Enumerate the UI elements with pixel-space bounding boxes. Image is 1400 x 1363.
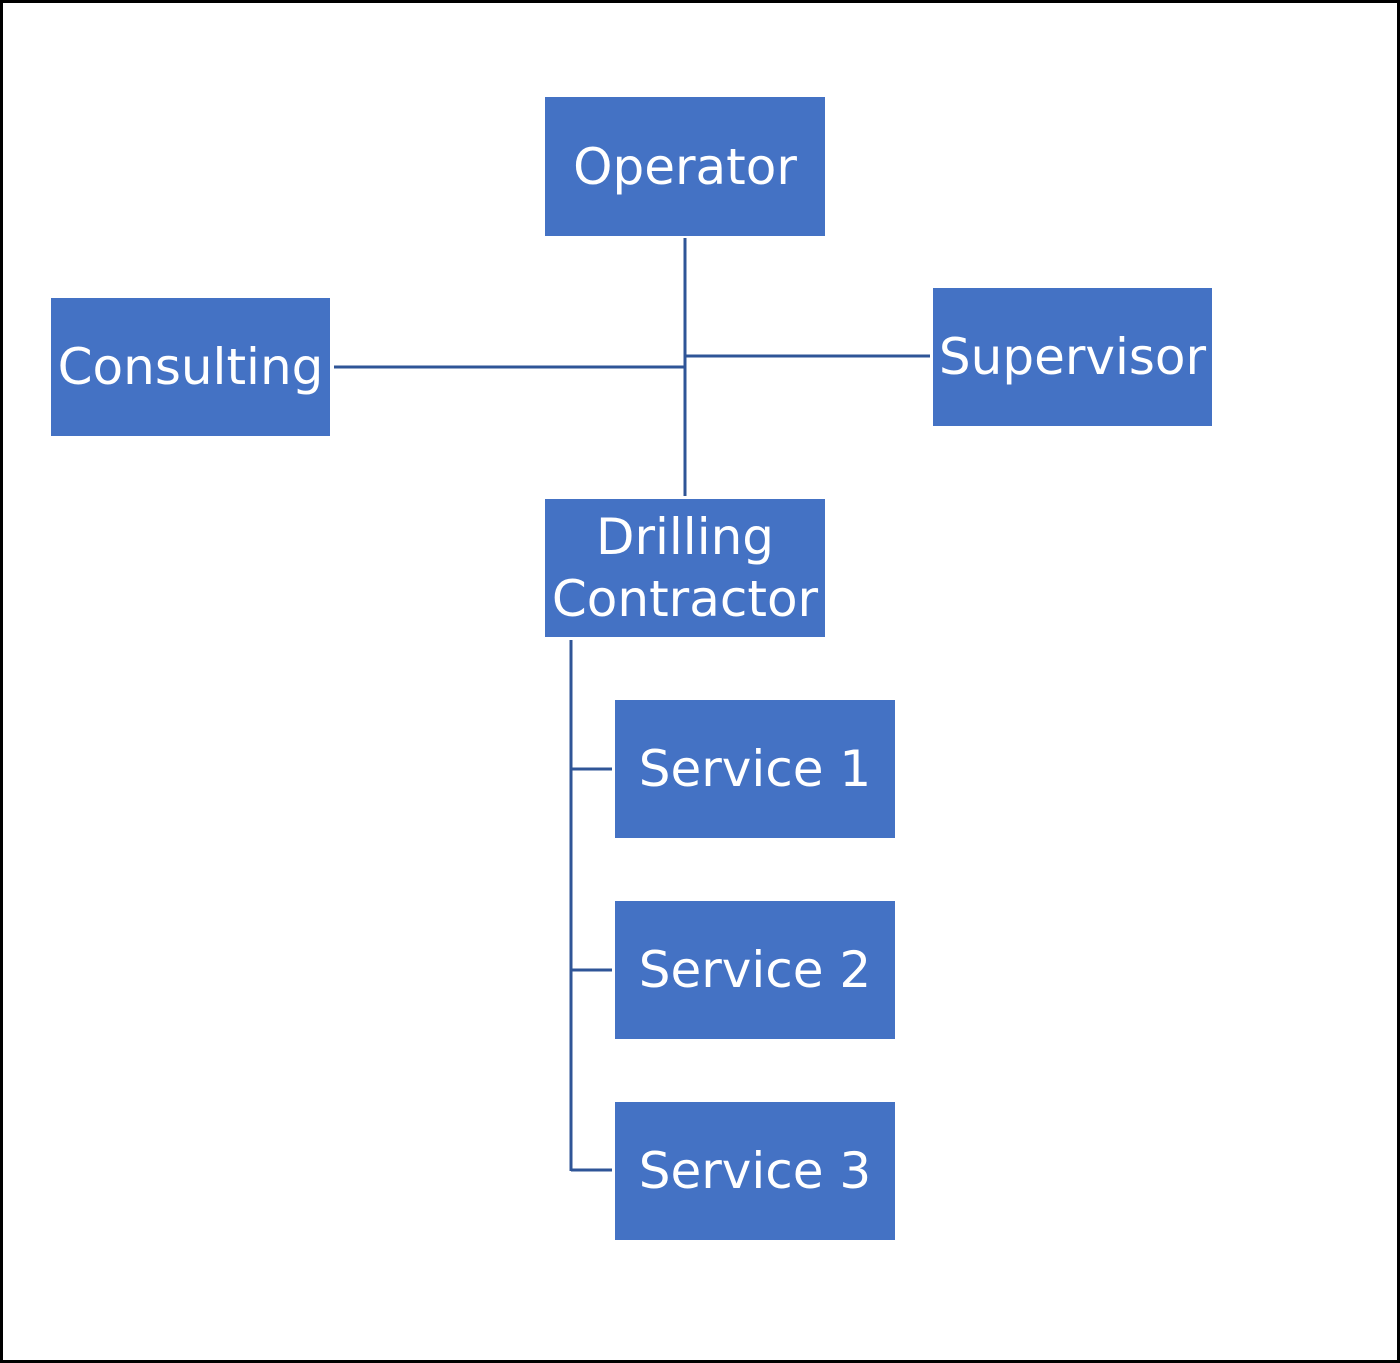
node-drilling-label-line1: Drilling [595,508,775,566]
node-operator-label: Operator [573,137,797,196]
node-drilling-contractor: Drilling Contractor [545,499,825,637]
node-operator: Operator [545,97,825,236]
node-drilling-label-line2: Contractor [551,570,819,628]
node-consulting: Consulting [51,298,330,436]
node-service-1-label: Service 1 [638,740,872,798]
node-service-3-label: Service 3 [638,1142,872,1200]
node-supervisor-label: Supervisor [938,328,1207,386]
node-supervisor: Supervisor [933,288,1212,426]
node-service-1: Service 1 [615,700,895,838]
node-service-2-label: Service 2 [638,941,872,999]
node-service-3: Service 3 [615,1102,895,1240]
node-consulting-label: Consulting [57,338,324,396]
node-service-2: Service 2 [615,901,895,1039]
